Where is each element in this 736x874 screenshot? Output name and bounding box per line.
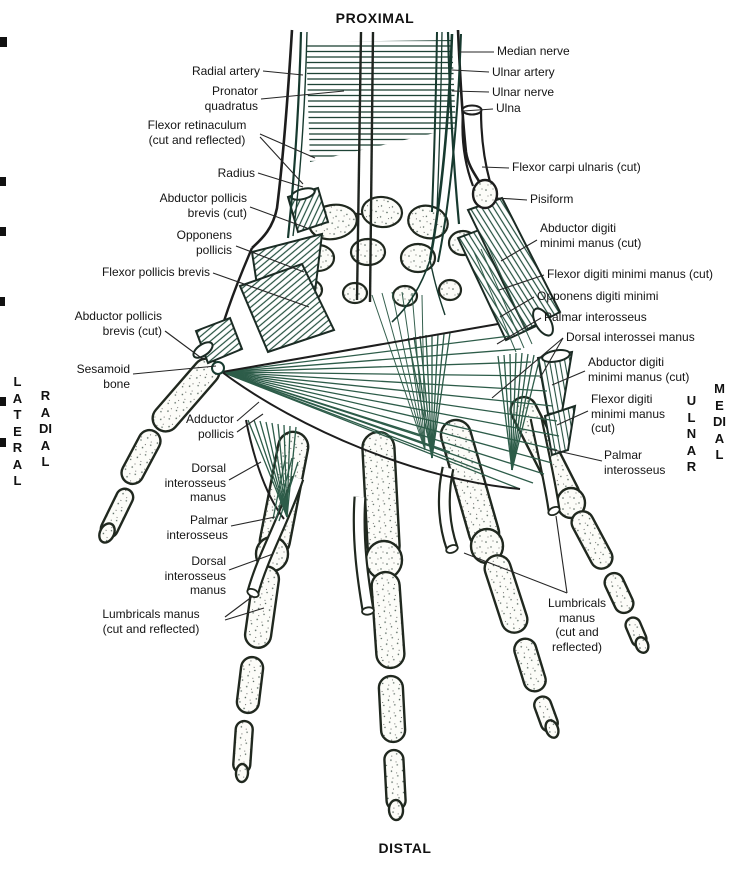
label-flexor-digiti-minimi-2: Flexor digiti minimi manus (cut) [591, 392, 666, 436]
orientation-distal: DISTAL [378, 840, 432, 856]
orientation-lateral: LATERAL [12, 374, 23, 488]
label-sesamoid-bone: Sesamoid bone [76, 362, 130, 391]
label-dorsal-interosseus-manus-2: Dorsal interosseus manus [164, 554, 226, 598]
label-opponens-pollicis: Opponens pollicis [176, 228, 232, 257]
label-lumbricals-manus-left: Lumbricals manus (cut and reflected) [102, 607, 200, 636]
label-opponens-digiti-minimi: Opponens digiti minimi [537, 289, 659, 303]
label-adductor-pollicis: Adductor pollicis [185, 412, 234, 441]
label-abductor-pollicis-brevis-2: Abductor pollicis brevis (cut) [74, 309, 162, 338]
label-flexor-retinaculum: Flexor retinaculum (cut and reflected) [147, 118, 247, 147]
label-palmar-interosseus-right-2: Palmar interosseus [604, 448, 666, 477]
lumbrical-tubes [246, 416, 561, 616]
label-abductor-pollicis-brevis-1: Abductor pollicis brevis (cut) [159, 191, 247, 220]
sesamoid-bone-shape [211, 361, 225, 375]
label-pisiform: Pisiform [530, 192, 574, 206]
label-palmar-interosseus-right-1: Palmar interosseus [544, 310, 647, 324]
adductor-pollicis-fan [221, 323, 560, 490]
label-radius: Radius [217, 166, 255, 180]
label-ulna: Ulna [496, 101, 521, 115]
fcu-stump-and-pisiform [211, 104, 499, 375]
label-flexor-pollicis-brevis: Flexor pollicis brevis [101, 265, 210, 279]
orientation-medial: MEDIAL [713, 381, 726, 462]
label-pronator-quadratus: Pronator quadratus [204, 84, 258, 113]
orientation-ulnar: ULNAR [686, 393, 697, 474]
label-flexor-carpi-ulnaris: Flexor carpi ulnaris (cut) [512, 160, 641, 174]
label-ulnar-nerve: Ulnar nerve [492, 85, 555, 99]
label-palmar-interosseus-left: Palmar interosseus [166, 513, 228, 542]
label-flexor-digiti-minimi-1: Flexor digiti minimi manus (cut) [547, 267, 714, 281]
label-radial-artery: Radial artery [191, 64, 260, 78]
orientation-radial: RADIAL [39, 388, 52, 469]
vessels-and-nerves [286, 31, 462, 323]
scan-artifacts [0, 37, 7, 447]
label-median-nerve: Median nerve [497, 44, 570, 58]
orientation-proximal: PROXIMAL [335, 10, 415, 26]
label-ulnar-artery: Ulnar artery [492, 65, 555, 79]
label-dorsal-interosseus-manus-1: Dorsal interosseus manus [164, 461, 226, 505]
leader-lines [132, 51, 603, 621]
label-dorsal-interossei-manus: Dorsal interossei manus [566, 330, 695, 344]
label-lumbricals-manus-right: Lumbricals manus (cut and reflected) [547, 596, 607, 654]
label-abductor-digiti-minimi-1: Abductor digiti minimi manus (cut) [540, 221, 642, 250]
label-abductor-digiti-minimi-2: Abductor digiti minimi manus (cut) [588, 355, 690, 384]
